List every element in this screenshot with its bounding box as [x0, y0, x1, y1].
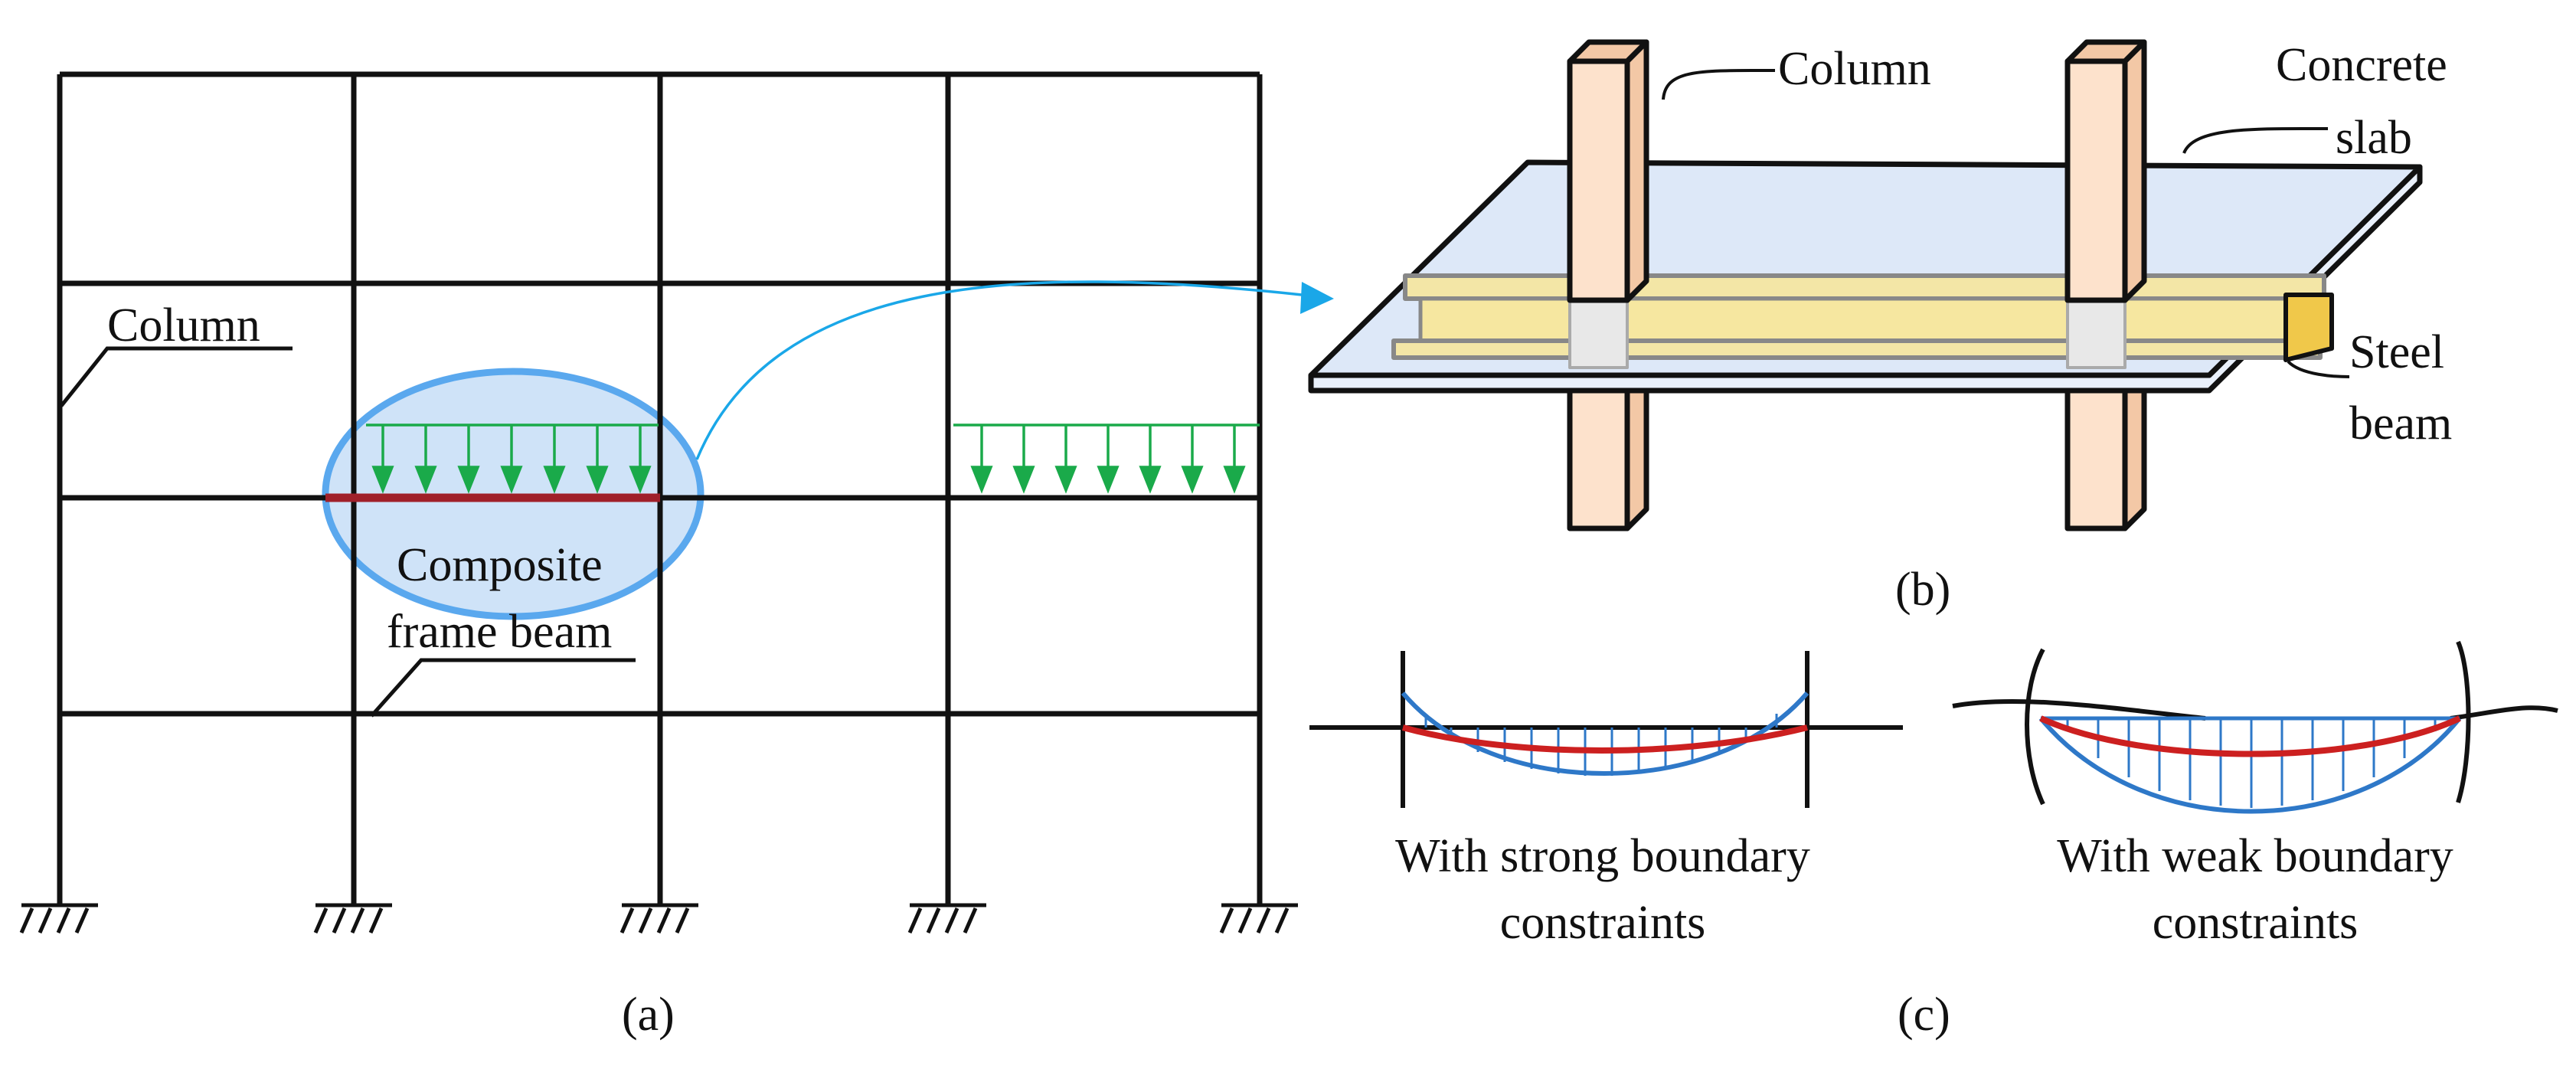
caption-a: (a) — [622, 989, 675, 1041]
distributed-load-left — [366, 423, 659, 494]
column-upper-right — [2064, 58, 2128, 303]
joint-right — [2066, 299, 2127, 369]
fixed-support-2 — [313, 903, 392, 934]
distributed-load-right — [953, 423, 1260, 494]
strong-boundary-diagram — [1309, 651, 1903, 808]
caption-b: (b) — [1895, 564, 1950, 616]
frame-a — [57, 71, 1263, 904]
strong-deflection-curve — [1401, 724, 1808, 754]
column-leader-b — [1662, 68, 1776, 100]
joint-left — [1568, 299, 1629, 369]
weak-label-line2: constraints — [2153, 897, 2359, 949]
weak-moment-curve — [2038, 717, 2462, 814]
weak-moment-hatching — [2066, 718, 2437, 808]
fixed-support-3 — [619, 903, 698, 934]
weak-boundary-diagram — [1952, 640, 2558, 814]
fixed-support-4 — [907, 903, 986, 934]
steel-beam-flange-bottom — [1391, 338, 2323, 360]
strong-label-line2: constraints — [1500, 897, 1706, 949]
steel-beam-flange-top — [1403, 273, 2326, 301]
composite-leader-a — [370, 658, 636, 718]
fixed-support-5 — [1219, 903, 1298, 934]
steel-beam-leader — [2287, 360, 2350, 378]
connector-arrow — [695, 280, 1303, 460]
steel-beam-end — [2283, 293, 2334, 362]
fixed-supports — [19, 903, 1298, 934]
composite-label-line2: frame beam — [387, 606, 612, 658]
weak-deflection-curve — [2039, 715, 2461, 757]
weak-label-line1: With weak boundary — [2057, 830, 2453, 882]
fixed-support-1 — [19, 903, 98, 934]
slab-leader — [2182, 126, 2329, 154]
column-label-b: Column — [1778, 43, 1931, 95]
connector-arrowhead — [1300, 282, 1334, 314]
steel-label-line2: beam — [2349, 397, 2452, 450]
column-upper-left — [1567, 58, 1630, 303]
slab-label-line2: slab — [2336, 112, 2412, 164]
steel-beam-web — [1418, 296, 2311, 343]
slab-label-line1: Concrete — [2276, 39, 2447, 91]
column-leader-a — [60, 346, 293, 407]
composite-3d-b — [1308, 39, 2423, 531]
caption-c: (c) — [1898, 989, 1950, 1041]
strong-moment-curve — [1401, 692, 1809, 776]
column-label-a: Column — [107, 299, 260, 352]
strong-label-line1: With strong boundary — [1395, 830, 1810, 882]
column-lower-right — [2064, 365, 2128, 531]
steel-label-line1: Steel — [2349, 326, 2444, 378]
composite-label-line1: Composite — [397, 539, 603, 591]
